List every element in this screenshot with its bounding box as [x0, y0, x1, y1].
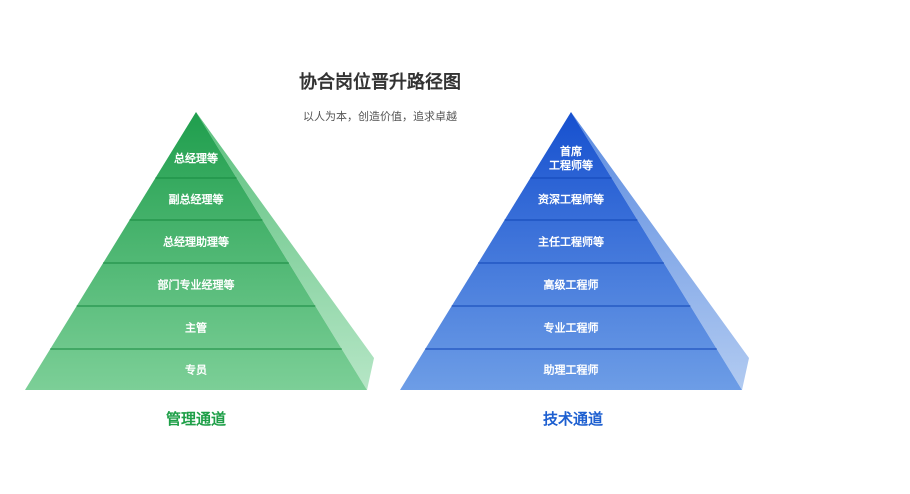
management-pyramid-side-face [196, 112, 374, 390]
management-level-4-label: 部门专业经理等 [158, 278, 235, 292]
technical-pyramid-front-face [400, 112, 742, 390]
management-level-6-label: 专员 [185, 363, 207, 377]
management-level-3-label: 总经理助理等 [163, 235, 229, 249]
technical-level-4-label: 高级工程师 [544, 278, 599, 292]
page-subtitle: 以人为本，创造价值，追求卓越 [303, 110, 457, 123]
technical-level-5-label: 专业工程师 [544, 321, 599, 335]
technical-channel-label: 技术通道 [542, 410, 603, 428]
management-level-2-label: 副总经理等 [169, 192, 224, 206]
technical-level-6-label: 助理工程师 [544, 363, 599, 377]
technical-level-3-label: 主任工程师等 [538, 235, 604, 249]
management-channel-label: 管理通道 [165, 410, 226, 428]
management-level-1-label: 总经理等 [174, 151, 218, 165]
technical-level-1-label: 首席工程师等 [549, 144, 593, 172]
management-pyramid-front-face [25, 112, 367, 390]
technical-level-2-label: 资深工程师等 [538, 192, 604, 206]
technical-pyramid-side-face [571, 112, 749, 390]
management-level-5-label: 主管 [185, 321, 207, 335]
page-title: 协合岗位晋升路径图 [299, 72, 461, 93]
